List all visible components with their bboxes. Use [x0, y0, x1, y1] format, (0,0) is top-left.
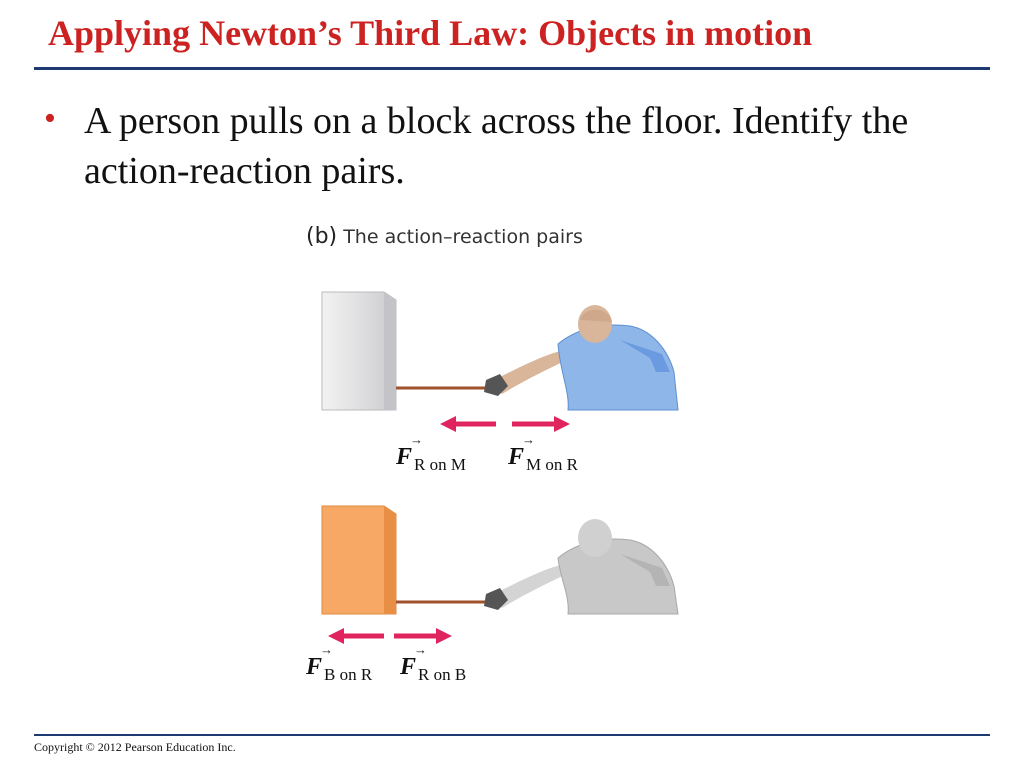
label-f-b-on-r: → F B on R — [305, 642, 373, 684]
arrow-b-on-r — [328, 628, 384, 644]
svg-text:→: → — [320, 642, 333, 657]
arrow-m-on-r — [512, 416, 570, 432]
label-f-m-on-r: → F M on R — [507, 432, 579, 474]
svg-text:→: → — [410, 432, 423, 447]
svg-text:R on M: R on M — [414, 455, 466, 474]
action-reaction-figure: (b) The action–reaction pairs — [290, 222, 710, 692]
figure-caption-text: The action–reaction pairs — [343, 226, 583, 248]
label-f-r-on-b: → F R on B — [399, 642, 466, 684]
svg-text:→: → — [414, 642, 427, 657]
slide-title: Applying Newton’s Third Law: Objects in … — [48, 13, 813, 53]
figure-illustration: → F R on M → F M on R — [305, 291, 679, 684]
title-divider — [34, 67, 990, 70]
block-top — [321, 291, 397, 411]
footer-divider — [34, 734, 990, 736]
svg-text:B on R: B on R — [324, 665, 373, 684]
person-bottom — [484, 519, 679, 615]
copyright-text: Copyright © 2012 Pearson Education Inc. — [34, 740, 236, 754]
bullet-text: A person pulls on a block across the flo… — [84, 100, 909, 192]
label-f-r-on-m: → F R on M — [395, 432, 466, 474]
arrow-r-on-m — [440, 416, 496, 432]
top-scene: → F R on M → F M on R — [321, 291, 679, 474]
svg-text:M on R: M on R — [526, 455, 579, 474]
svg-text:F: F — [399, 654, 416, 680]
person-top — [484, 305, 679, 411]
bottom-scene: → F B on R → F R on B — [305, 505, 679, 684]
figure-part-letter: (b) — [306, 224, 338, 249]
arrow-r-on-b — [394, 628, 452, 644]
svg-text:F: F — [507, 444, 524, 470]
figure-caption: (b) The action–reaction pairs — [306, 224, 583, 249]
bullet-marker: • — [44, 100, 56, 137]
block-bottom — [321, 505, 397, 615]
svg-text:F: F — [395, 444, 412, 470]
svg-text:F: F — [305, 654, 322, 680]
svg-text:→: → — [522, 432, 535, 447]
svg-text:R on B: R on B — [418, 665, 466, 684]
